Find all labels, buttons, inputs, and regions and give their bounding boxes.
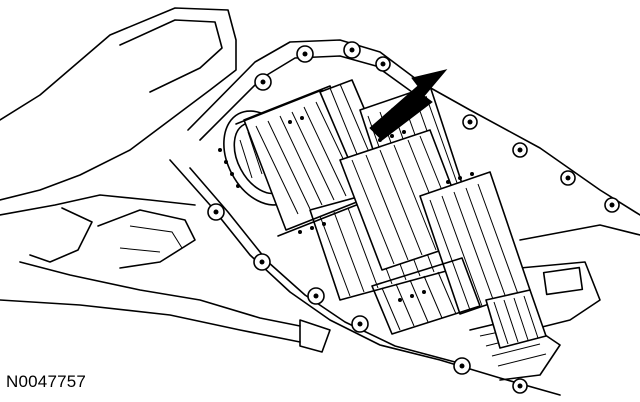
output-shaft [485,289,547,349]
gear-train [218,79,547,349]
vehicle-frame [0,7,301,343]
callout-arrow [369,69,448,141]
figure-reference-code: N0047757 [6,372,87,391]
